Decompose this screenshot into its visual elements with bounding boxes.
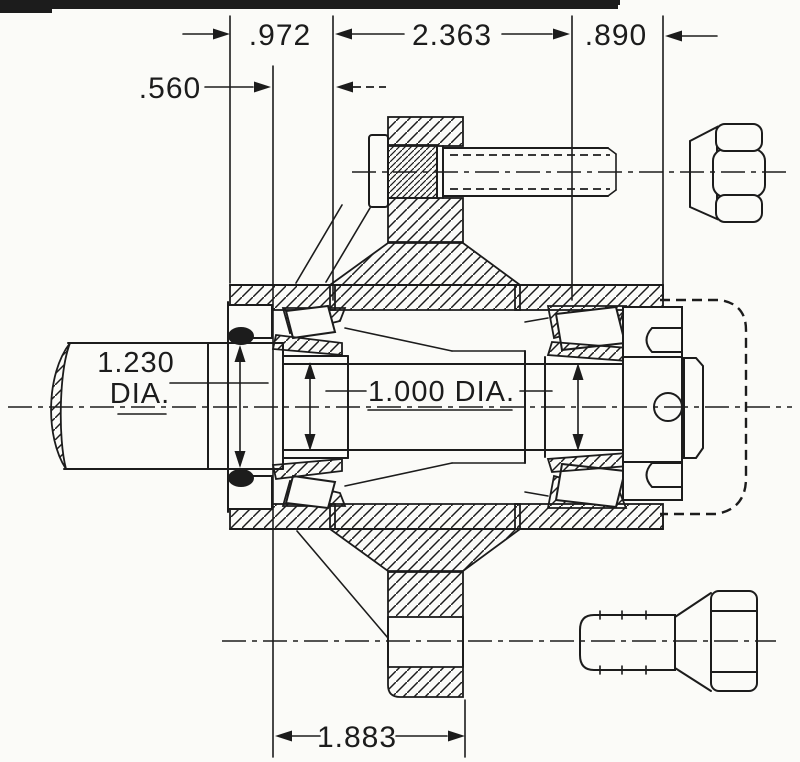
inner-bearing-roller-top bbox=[284, 304, 337, 340]
flange-web-edge-bottom bbox=[296, 530, 389, 639]
seal-lip-bottom bbox=[228, 469, 254, 487]
castle-nut-slot-bottom bbox=[645, 462, 683, 488]
flange-above-stud bbox=[387, 116, 464, 147]
dimension-annotations bbox=[117, 15, 718, 758]
castle-nut bbox=[622, 306, 683, 501]
inner-bearing-roller-bottom bbox=[284, 474, 337, 510]
lug-nut-shank bbox=[579, 614, 676, 671]
shank-lug-nut bbox=[579, 590, 758, 692]
dimension-text: .972 2.363 .890 .560 1.230 DIA. 1.000 DI… bbox=[97, 19, 647, 754]
flange-lower-web bbox=[387, 571, 464, 618]
axle-shaft bbox=[50, 342, 284, 470]
hub-neck-bottom bbox=[329, 503, 521, 572]
dim-560-label: .560 bbox=[139, 72, 201, 105]
dim-1883-label: 1.883 bbox=[317, 721, 397, 754]
dust-cap-outline bbox=[660, 298, 748, 516]
castle-nut-assembly bbox=[622, 298, 748, 516]
dim-890-label: .890 bbox=[585, 19, 647, 52]
grease-seal bbox=[227, 301, 273, 513]
acorn-lug-nut bbox=[689, 123, 766, 223]
dia-1230-suffix: DIA. bbox=[110, 378, 170, 410]
dim-972-label: .972 bbox=[249, 19, 311, 52]
centerlines bbox=[8, 171, 792, 642]
spindle-washer bbox=[683, 357, 704, 459]
shaft-break-symbol bbox=[50, 342, 71, 470]
wheel-stud bbox=[368, 134, 617, 208]
hub-neck-top bbox=[329, 242, 521, 311]
seal-lip-top bbox=[228, 327, 254, 345]
dim-2363-label: 2.363 bbox=[412, 19, 492, 52]
flange-web-edge-top2 bbox=[295, 204, 343, 284]
dia-1000-label: 1.000 DIA. bbox=[368, 376, 515, 408]
outer-bearing bbox=[546, 305, 629, 509]
dia-1230-label: 1.230 bbox=[97, 347, 175, 379]
inner-bearing bbox=[271, 304, 347, 510]
flange-bottom-tip bbox=[387, 666, 464, 698]
stud-head-lip bbox=[368, 134, 389, 208]
scan-artifact-bar bbox=[0, 0, 620, 13]
flange-below-stud bbox=[387, 197, 464, 243]
hub-outer-edges bbox=[229, 284, 664, 530]
castle-nut-slot-top bbox=[645, 327, 683, 353]
